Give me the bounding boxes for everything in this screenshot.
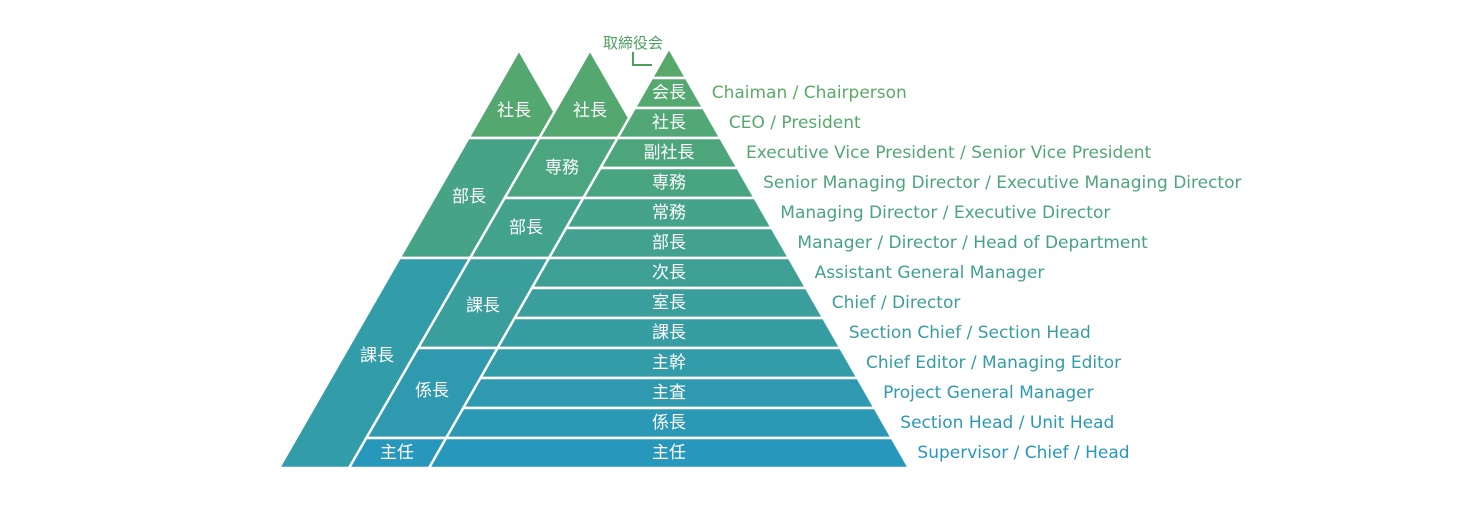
outer-group-label: 社長 <box>497 101 531 121</box>
rank-en-label: Section Chief / Section Head <box>849 323 1091 343</box>
middle-group-label: 専務 <box>545 158 579 178</box>
rank-jp-label: 次長 <box>652 263 686 283</box>
rank-jp-label: 主幹 <box>652 352 686 373</box>
rank-en-label: Executive Vice President / Senior Vice P… <box>746 143 1152 163</box>
rank-jp-label: 室長 <box>652 293 686 313</box>
rank-en-label: Chaiman / Chairperson <box>712 83 907 103</box>
rank-jp-label: 会長 <box>652 83 686 103</box>
board-cap <box>649 45 689 80</box>
outer-group-label: 課長 <box>360 346 394 366</box>
rank-band <box>426 436 912 470</box>
rank-en-label: Senior Managing Director / Executive Man… <box>763 173 1241 193</box>
rank-en-label: Project General Manager <box>883 383 1093 403</box>
rank-jp-label: 副社長 <box>644 143 695 163</box>
middle-group-label: 課長 <box>466 296 500 316</box>
rank-en-label: Section Head / Unit Head <box>900 413 1114 433</box>
middle-group-label: 社長 <box>573 101 607 121</box>
middle-group-label: 部長 <box>509 218 543 238</box>
rank-jp-label: 主任 <box>652 443 686 463</box>
rank-en-label: Chief Editor / Managing Editor <box>866 353 1121 373</box>
middle-group-label: 主任 <box>380 443 414 463</box>
pyramid-shapes <box>276 45 912 470</box>
rank-en-label: Chief / Director <box>832 293 961 313</box>
middle-group-label: 係長 <box>415 381 449 401</box>
board-connector-line <box>632 52 652 66</box>
rank-jp-label: 課長 <box>652 323 686 343</box>
rank-jp-label: 係長 <box>652 413 686 433</box>
rank-en-label: Managing Director / Executive Director <box>780 203 1110 223</box>
rank-jp-label: 社長 <box>652 113 686 133</box>
rank-en-label: Assistant General Manager <box>815 263 1045 283</box>
rank-jp-label: 常務 <box>652 203 686 223</box>
board-label: 取締役会 <box>603 34 663 52</box>
rank-jp-label: 主査 <box>652 383 686 403</box>
outer-group-label: 部長 <box>452 187 486 207</box>
rank-en-label: Manager / Director / Head of Department <box>797 233 1148 253</box>
rank-en-label: CEO / President <box>729 113 861 133</box>
rank-jp-label: 専務 <box>652 173 686 193</box>
rank-jp-label: 部長 <box>652 233 686 253</box>
rank-en-label: Supervisor / Chief / Head <box>917 443 1129 463</box>
